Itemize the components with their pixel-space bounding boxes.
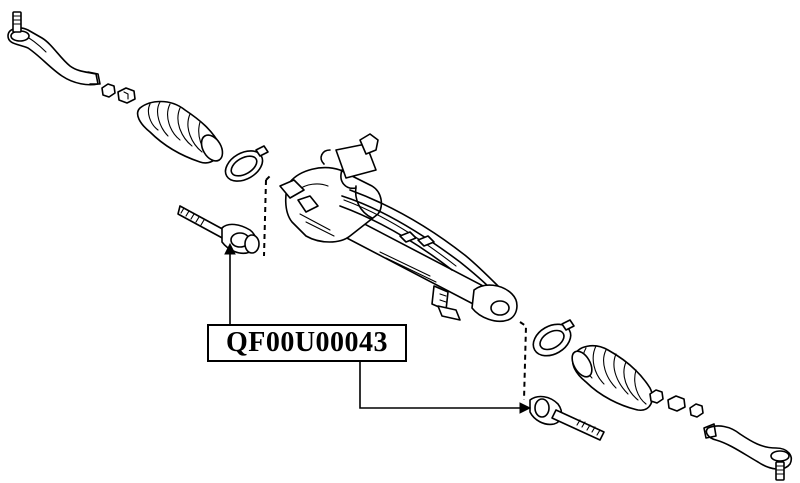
left-nut: [101, 83, 136, 104]
right-steering-boot: [571, 344, 654, 411]
left-inner-tie-rod: [177, 205, 260, 255]
right-inner-tie-rod: [529, 395, 605, 441]
steering-rack-housing: [279, 133, 518, 323]
left-callout-leader: [224, 242, 236, 324]
right-dashed-leader: [519, 321, 528, 401]
right-boot-clamp: [532, 319, 575, 357]
part-number-text: QF00U00043: [225, 327, 389, 358]
left-boot-clamp: [224, 145, 269, 182]
left-dashed-leader: [263, 179, 267, 257]
part-number-label: QF00U00043: [207, 324, 407, 362]
right-tie-rod-end: [703, 423, 792, 481]
right-callout-leader: [359, 362, 532, 414]
left-tie-rod-end: [7, 11, 101, 86]
left-dashed-leader-top: [265, 175, 271, 181]
right-nut: [649, 389, 704, 418]
left-steering-boot: [136, 100, 224, 164]
